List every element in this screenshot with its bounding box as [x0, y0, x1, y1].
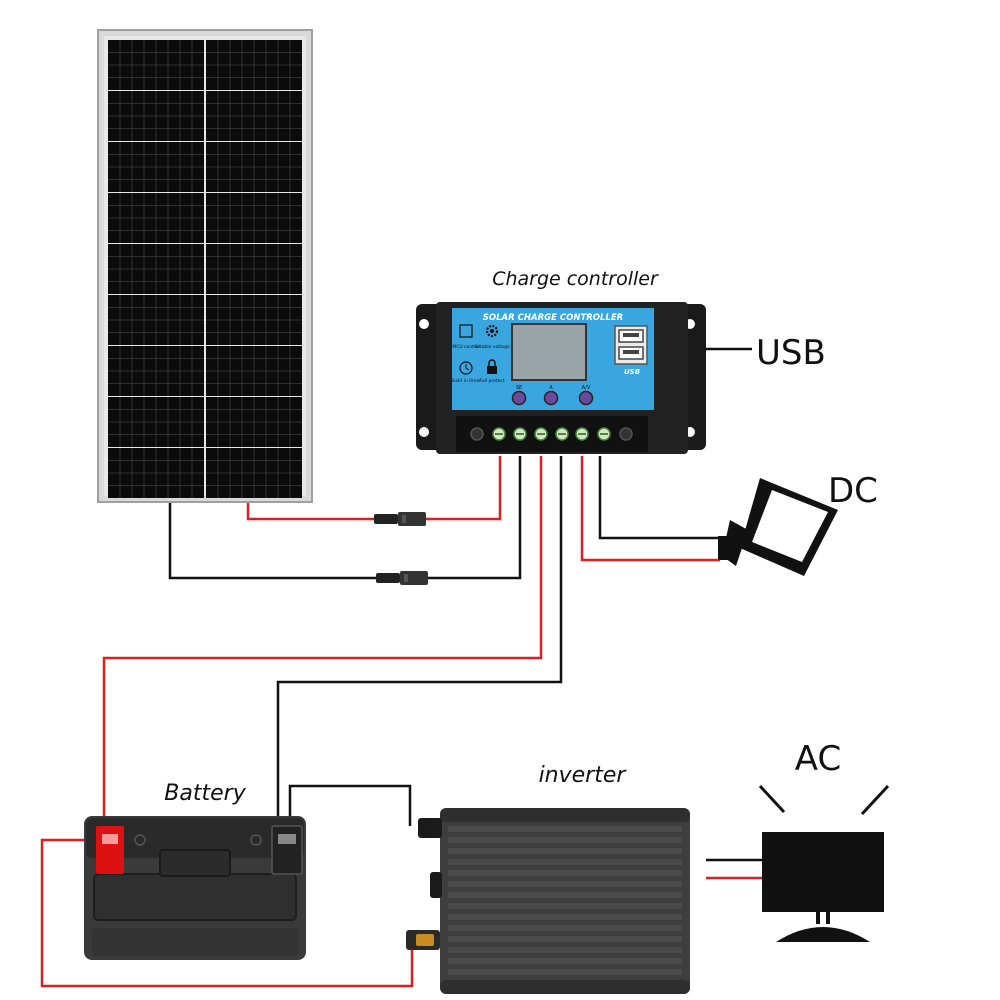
- usb-badge: USB: [624, 368, 640, 376]
- dc-label: DC: [828, 471, 878, 511]
- button-a: [543, 390, 559, 406]
- feature-mcu-text: MCU control: [452, 344, 479, 350]
- battery-positive-terminal: [96, 826, 124, 874]
- button-av-label: A/V: [582, 385, 591, 391]
- charge-controller-icon: SOLAR CHARGE CONTROLLER MCU control Seta…: [416, 302, 706, 454]
- load-positive-wire: [580, 456, 720, 562]
- inverter-negative-wire: [288, 784, 412, 828]
- battery-icon: [84, 816, 306, 960]
- battery-negative-terminal: [271, 825, 303, 875]
- usb-port-icon: [614, 325, 648, 365]
- feature-timer-text: Build in timer: [451, 378, 481, 384]
- terminal-screw: [619, 427, 633, 441]
- button-av: [578, 390, 594, 406]
- usb-label: USB: [756, 333, 826, 373]
- button-se-label: SE: [516, 385, 522, 391]
- battery-positive-wire: [102, 456, 543, 828]
- controller-panel-title: SOLAR CHARGE CONTROLLER: [483, 313, 623, 323]
- button-a-label: A: [549, 385, 553, 391]
- lcd-screen: [511, 323, 587, 381]
- terminal-screw: [470, 427, 484, 441]
- lock-icon: [487, 359, 497, 374]
- solar-panel-icon: [97, 29, 313, 503]
- mc4-connector-negative-icon: [376, 571, 428, 585]
- inverter-positive-wire: [40, 838, 414, 988]
- inverter-icon: [406, 808, 690, 994]
- mc4-connector-positive-icon: [374, 512, 426, 526]
- battery-label: Battery: [164, 781, 246, 806]
- feature-protect-text: Full protect: [479, 378, 504, 384]
- button-se: [511, 390, 527, 406]
- inverter-brass-terminal: [416, 934, 434, 946]
- panel-negative-wire: [168, 456, 522, 580]
- clock-icon: [459, 361, 473, 375]
- tv-monitor-icon: [758, 784, 890, 942]
- load-negative-wire: [598, 456, 720, 540]
- inverter-label: inverter: [539, 763, 628, 788]
- charge-controller-label: Charge controller: [492, 268, 659, 290]
- gear-icon: [485, 324, 499, 338]
- wiring: [40, 347, 762, 988]
- battery-negative-wire: [276, 456, 563, 828]
- dc-lamp-icon: [718, 478, 838, 576]
- feature-voltage-text: Setable voltage: [474, 344, 509, 350]
- ac-label: AC: [795, 739, 841, 779]
